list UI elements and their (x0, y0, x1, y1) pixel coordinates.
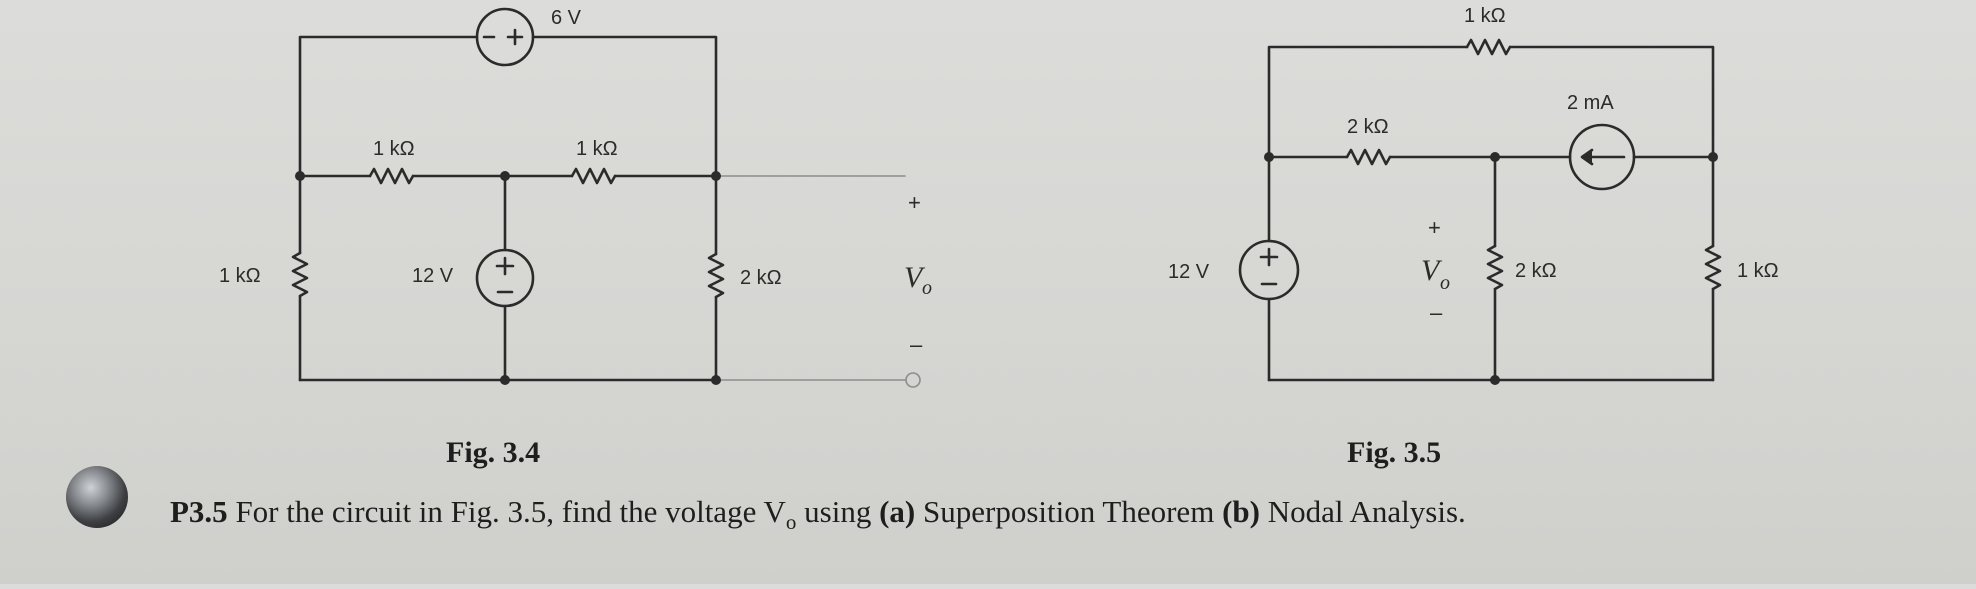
fig35-resistor-right-icon (1704, 244, 1722, 291)
fig34-resistor-right-icon (707, 252, 725, 299)
fig35-resistor-center-label: 2 kΩ (1515, 260, 1557, 282)
bullet-icon (66, 466, 128, 528)
fig34-resistor-mid-left-label: 1 kΩ (373, 138, 415, 160)
fig35-node-bottom (1490, 375, 1500, 385)
fig35-resistor-mid-icon (1345, 148, 1392, 166)
fig35-output-minus: – (1430, 300, 1443, 325)
fig34-output-minus: – (910, 332, 923, 357)
fig35-resistor-top-icon (1465, 38, 1512, 56)
fig35-resistor-top-label: 1 kΩ (1464, 5, 1506, 27)
fig34-output-sub: o (922, 277, 932, 299)
fig35-node-right (1708, 152, 1718, 162)
problem-number: P3.5 (170, 494, 228, 529)
fig35-resistor-mid-label: 2 kΩ (1347, 116, 1389, 138)
problem-text-sub: o (785, 510, 797, 535)
fig34-source-6v-label: 6 V (551, 7, 582, 29)
fig35-current-source-label: 2 mA (1567, 92, 1614, 114)
fig35-output-plus: + (1428, 215, 1441, 240)
fig34-output-terminal-icon (905, 372, 921, 388)
problem-text-2: using (796, 494, 880, 529)
fig34-resistor-mid-left-icon (368, 167, 415, 185)
fig35-circuit (1238, 38, 1722, 382)
fig35-source-12v-label: 12 V (1168, 261, 1210, 283)
fig35-node-center (1490, 152, 1500, 162)
problem-part-a: (a) (879, 494, 916, 529)
fig34-circuit (291, 7, 921, 388)
fig34-resistor-left-icon (291, 251, 309, 298)
problem-text-1: For the circuit in Fig. 3.5, find the vo… (235, 494, 786, 529)
fig35-wire-top-left (1267, 45, 1469, 159)
fig34-output-var: V (904, 261, 926, 294)
fig34-node-left (295, 171, 305, 181)
fig34-node-right (711, 171, 721, 181)
problem-part-b: (b) (1222, 494, 1260, 529)
fig34-resistor-left-label: 1 kΩ (219, 265, 261, 287)
fig35-wire-top-right (1508, 45, 1715, 159)
fig34-caption: Fig. 3.4 (446, 436, 540, 469)
problem-text-3: Superposition Theorem (915, 494, 1223, 529)
fig34-source-6v-icon (475, 7, 535, 67)
fig34-node-bottom-right (711, 375, 721, 385)
fig34-wire-top-left (298, 35, 479, 178)
fig34-node-bottom-center (500, 375, 510, 385)
fig34-node-center (500, 171, 510, 181)
fig34-source-12v-label: 12 V (412, 265, 454, 287)
fig34-resistor-mid-right-icon (570, 167, 617, 185)
fig35-resistor-right-label: 1 kΩ (1737, 260, 1779, 282)
fig35-output-sub: o (1440, 272, 1450, 294)
problem-statement: P3.5 For the circuit in Fig. 3.5, find t… (170, 494, 1960, 535)
fig34-resistor-right-label: 2 kΩ (740, 267, 782, 289)
problem-text-4: Nodal Analysis. (1259, 494, 1466, 529)
junction-dots (295, 152, 1718, 385)
fig34-output-plus: + (908, 190, 921, 215)
fig35-output-var: V (1421, 254, 1443, 287)
fig34-resistor-mid-right-label: 1 kΩ (576, 138, 618, 160)
fig35-resistor-center-icon (1486, 244, 1504, 291)
fig34-source-12v-icon (475, 248, 535, 308)
fig34-wire-top-right (531, 35, 718, 178)
fig35-node-left (1264, 152, 1274, 162)
fig35-source-12v-icon (1238, 239, 1300, 301)
fig35-current-source-icon (1568, 123, 1636, 191)
fig35-caption: Fig. 3.5 (1347, 436, 1441, 469)
